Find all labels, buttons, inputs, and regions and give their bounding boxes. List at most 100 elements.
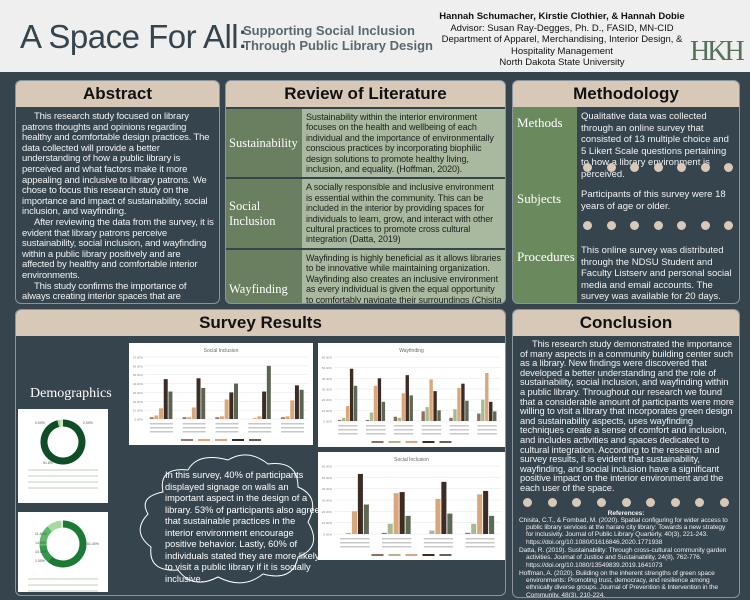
category-label xyxy=(340,538,370,540)
category-label xyxy=(449,425,469,427)
category-label xyxy=(248,423,272,425)
methodology-heading: Methodology xyxy=(513,81,739,107)
bar xyxy=(357,473,363,534)
abstract-paragraph: This study confirms the importance of al… xyxy=(22,280,203,303)
bar xyxy=(349,368,354,421)
legend-entry xyxy=(28,584,98,586)
bar xyxy=(393,416,398,421)
legend-entry xyxy=(422,554,435,556)
references-title: References: xyxy=(607,509,645,517)
category-label xyxy=(149,431,173,433)
bar xyxy=(262,391,267,419)
bar xyxy=(159,408,164,419)
y-tick-label: 10.00% xyxy=(133,409,144,413)
legend-entry xyxy=(232,439,244,441)
abstract-paragraph: After reviewing the data from the survey… xyxy=(22,216,214,281)
bar xyxy=(182,417,187,419)
bar xyxy=(299,389,304,419)
bar xyxy=(401,393,405,421)
slice-label: 1.00% xyxy=(35,559,45,563)
y-tick-label: 50.00% xyxy=(133,373,144,377)
chart-title: Social Inclusion xyxy=(204,348,239,354)
bar xyxy=(387,523,393,534)
bar xyxy=(437,410,441,421)
conclusion-panel: Conclusion This research study demonstra… xyxy=(512,309,740,598)
y-tick-label: 10.00% xyxy=(322,521,333,525)
abstract-paragraph: This research study focused on library p… xyxy=(22,111,210,218)
category-label xyxy=(248,427,272,429)
y-tick-label: 50.00% xyxy=(322,366,333,370)
reference-item: Chisita, C.T., & Fombad, M. (2020). Spat… xyxy=(519,516,728,546)
abstract-panel: Abstract This research study focused on … xyxy=(15,80,220,304)
callout-cloud xyxy=(139,454,315,584)
legend-entry xyxy=(28,481,98,483)
bar xyxy=(453,409,457,421)
category-label xyxy=(393,433,414,435)
bar xyxy=(393,493,399,534)
chart-social-inclusion-1: Social Inclusion0.00%10.00%20.00%30.00%4… xyxy=(129,343,313,445)
bar xyxy=(425,407,429,421)
survey-heading: Survey Results xyxy=(16,310,505,336)
method-label: Procedures xyxy=(517,249,575,264)
bar xyxy=(471,523,477,534)
bar xyxy=(290,400,295,419)
authors: Hannah Schumacher, Kirstie Clothier, & H… xyxy=(439,11,685,22)
bar xyxy=(433,391,437,421)
lit-text: A socially responsible and inclusive env… xyxy=(302,179,505,248)
method-text: This online survey was distributed throu… xyxy=(581,245,732,302)
bar xyxy=(435,498,441,534)
legend-entry xyxy=(215,439,227,441)
bar xyxy=(363,504,369,534)
legend-entry xyxy=(388,554,401,556)
y-tick-label: 30.00% xyxy=(133,391,144,395)
category-label xyxy=(215,423,239,425)
category-label xyxy=(366,429,386,431)
category-label xyxy=(340,542,370,544)
conclusion-heading: Conclusion xyxy=(513,310,739,336)
legend-entry xyxy=(181,439,193,441)
y-tick-label: 30.00% xyxy=(322,499,333,503)
method-text: Qualitative data was collected through a… xyxy=(581,111,729,180)
y-tick-label: 60.00% xyxy=(133,364,144,368)
category-label xyxy=(477,429,497,431)
donut-slice xyxy=(39,544,53,562)
y-tick-label: 0.00% xyxy=(323,533,332,537)
bar xyxy=(252,418,257,419)
bar xyxy=(465,400,469,421)
bar xyxy=(377,378,382,421)
category-label xyxy=(423,546,453,548)
slice-label: 11.60% xyxy=(35,532,47,536)
bar xyxy=(229,392,234,419)
method-text: Participants of this survey were 18 year… xyxy=(581,189,726,212)
y-tick-label: 0.00% xyxy=(134,418,143,422)
chart-demographics-ethnicity: 91.8%0.00%2.00% xyxy=(18,409,108,503)
bar xyxy=(489,401,493,421)
bar xyxy=(168,391,173,419)
category-label xyxy=(338,425,358,427)
bar xyxy=(187,417,192,419)
references: References: Chisita, C.T., & Fombad, M. … xyxy=(513,509,739,598)
chart-title: Wayfinding xyxy=(399,348,424,354)
bar xyxy=(483,490,489,534)
category-label xyxy=(421,425,442,427)
bar xyxy=(285,416,290,419)
category-label xyxy=(465,546,495,548)
category-label xyxy=(366,433,386,435)
callout-text: In this survey, 40% of participants disp… xyxy=(165,470,320,584)
bar xyxy=(381,532,387,534)
chart-demographics-age: 61.40%11.60%14.50%10.00%1.00% xyxy=(18,512,108,592)
legend-entry xyxy=(28,578,98,580)
chart-title: Social Inclusion xyxy=(394,457,429,463)
slice-label: 0.00% xyxy=(35,421,45,425)
bar xyxy=(405,375,409,421)
category-label xyxy=(477,433,497,435)
advisor: Advisor: Susan Ray-Degges, Ph. D., FASID… xyxy=(450,22,674,34)
donut-slice xyxy=(40,419,86,465)
legend-entry xyxy=(388,441,401,443)
y-tick-label: 40.00% xyxy=(133,382,144,386)
bar xyxy=(365,419,370,421)
bar xyxy=(353,385,358,421)
bar xyxy=(485,373,489,421)
